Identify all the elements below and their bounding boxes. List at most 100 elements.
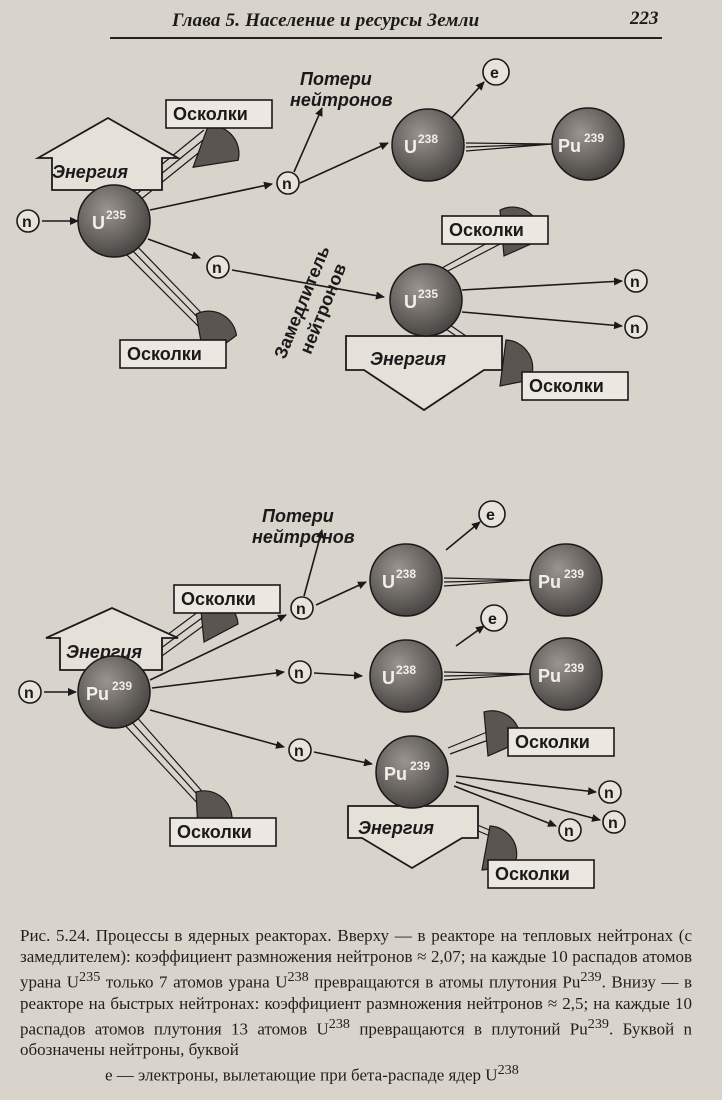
- neutron-circle: [624, 269, 648, 293]
- pu239-nucleus: Pu 239: [375, 735, 449, 809]
- arrow-to-u238: [299, 142, 389, 184]
- energy-arrow-bottom-2: Энергия: [347, 805, 479, 870]
- pu239-nucleus: Pu 239: [529, 543, 603, 617]
- fragments-box: Осколки: [169, 817, 277, 847]
- arrow-to-electron-2: [455, 625, 485, 647]
- energy-arrow-top: Энергия: [34, 116, 182, 191]
- arrow-to-neutron: [455, 775, 597, 796]
- neutron-circle: [18, 680, 42, 704]
- bottom-fragment-beams: [121, 605, 495, 837]
- arrow-to-u238: [315, 581, 367, 606]
- reactor-diagram: Энергия Энергия Осколки Осколки Осколки: [16, 58, 648, 889]
- fast-reactor-diagram: Энергия Энергия Осколки Осколки Осколки …: [18, 500, 626, 889]
- fragments-box: Осколки: [487, 859, 595, 889]
- svg-text:235: 235: [418, 287, 438, 301]
- figure-caption: Рис. 5.24. Процессы в ядерных реакторах.…: [20, 926, 693, 1085]
- pu239-nucleus: Pu 239: [77, 655, 151, 729]
- svg-text:239: 239: [112, 679, 132, 693]
- fragments-box: Осколки: [441, 215, 549, 245]
- svg-text:Осколки: Осколки: [173, 104, 248, 124]
- svg-text:e: e: [486, 507, 495, 524]
- svg-text:238: 238: [418, 132, 438, 146]
- fragments-box: Осколки: [165, 99, 273, 129]
- svg-text:нейтронов: нейтронов: [252, 527, 355, 547]
- moderator-label: Замедлитель нейтронов: [270, 243, 350, 362]
- neutron-circle: [288, 660, 312, 684]
- arrow-to-neutron: [149, 709, 285, 749]
- u238-nucleus: U 238: [369, 543, 443, 617]
- svg-text:Осколки: Осколки: [529, 376, 604, 396]
- header-rule: [110, 37, 662, 39]
- arrow-to-neutron: [151, 668, 285, 689]
- neutron-circle: [290, 596, 314, 620]
- neutron-circle: [558, 818, 582, 842]
- top-arrows: [42, 81, 623, 330]
- arrow-to-u238b: [313, 671, 363, 680]
- top-particle-letters: n n n n n e: [22, 65, 640, 337]
- svg-text:235: 235: [106, 208, 126, 222]
- neutron-circle: [624, 315, 648, 339]
- arrow-to-electron: [445, 521, 481, 551]
- svg-text:U: U: [382, 668, 395, 688]
- svg-text:U: U: [92, 213, 105, 233]
- bottom-particle-letters: n n n n n n n e e: [24, 507, 618, 840]
- thermal-reactor-diagram: Энергия Энергия Осколки Осколки Осколки: [16, 58, 648, 412]
- neutron-circle: [16, 209, 40, 233]
- svg-text:239: 239: [564, 661, 584, 675]
- bottom-arrows: [44, 521, 601, 827]
- svg-text:U: U: [382, 572, 395, 592]
- svg-text:n: n: [212, 260, 222, 277]
- u238-nucleus: U 238: [391, 108, 465, 182]
- pu239-nucleus: Pu 239: [551, 107, 625, 181]
- pu239-nucleus: Pu 239: [529, 637, 603, 711]
- fragments-box: Осколки: [119, 339, 227, 369]
- energy-arrow-top-2: Энергия: [345, 335, 503, 412]
- arrow-to-neutron: [455, 781, 601, 822]
- neutron-circle: [206, 255, 230, 279]
- bottom-particles: [18, 500, 626, 842]
- svg-text:Потери: Потери: [300, 69, 372, 89]
- svg-text:n: n: [294, 665, 304, 682]
- arrow-to-neutron: [149, 614, 287, 681]
- svg-text:e: e: [488, 611, 497, 628]
- energy-label: Энергия: [52, 162, 128, 182]
- caption-last-line: e — электроны, вылетающие при бета-распа…: [105, 1062, 519, 1085]
- svg-text:Осколки: Осколки: [449, 220, 524, 240]
- svg-text:238: 238: [396, 663, 416, 677]
- fragments-box: Осколки: [521, 371, 629, 401]
- u235-nucleus: U 235: [389, 263, 463, 337]
- arrow-to-losses: [293, 107, 323, 173]
- chapter-title: Глава 5. Население и ресурсы Земли: [172, 10, 480, 31]
- arrow-to-neutron-2: [147, 238, 201, 260]
- svg-text:U: U: [404, 137, 417, 157]
- svg-text:Pu: Pu: [558, 136, 581, 156]
- svg-text:238: 238: [396, 567, 416, 581]
- svg-text:n: n: [296, 601, 306, 618]
- svg-text:n: n: [630, 274, 640, 291]
- svg-text:n: n: [604, 785, 614, 802]
- svg-text:239: 239: [564, 567, 584, 581]
- arrow-to-neutron-3: [461, 277, 623, 291]
- svg-text:Осколки: Осколки: [495, 864, 570, 884]
- svg-text:Pu: Pu: [538, 572, 561, 592]
- fragments-box: Осколки: [173, 584, 281, 614]
- svg-text:239: 239: [584, 131, 604, 145]
- u235-nucleus: U 235: [77, 184, 151, 258]
- svg-text:e: e: [490, 65, 499, 82]
- arrow-to-neutron-1: [149, 181, 273, 211]
- svg-text:n: n: [564, 823, 574, 840]
- arrow-to-electron: [447, 81, 485, 123]
- electron-circle: [478, 500, 506, 528]
- svg-text:n: n: [630, 320, 640, 337]
- arrow-to-neutron-4: [461, 311, 623, 330]
- arrow-to-u235b: [231, 269, 385, 300]
- neutron-losses-label: Потери нейтронов: [290, 69, 393, 110]
- svg-text:239: 239: [410, 759, 430, 773]
- page-header: Глава 5. Население и ресурсы Земли 223: [0, 0, 722, 40]
- neutron-circle: [276, 171, 300, 195]
- svg-text:n: n: [22, 214, 32, 231]
- u238-pu-beam: [443, 577, 531, 681]
- arrow-to-neutron: [453, 785, 557, 827]
- svg-text:Осколки: Осколки: [177, 822, 252, 842]
